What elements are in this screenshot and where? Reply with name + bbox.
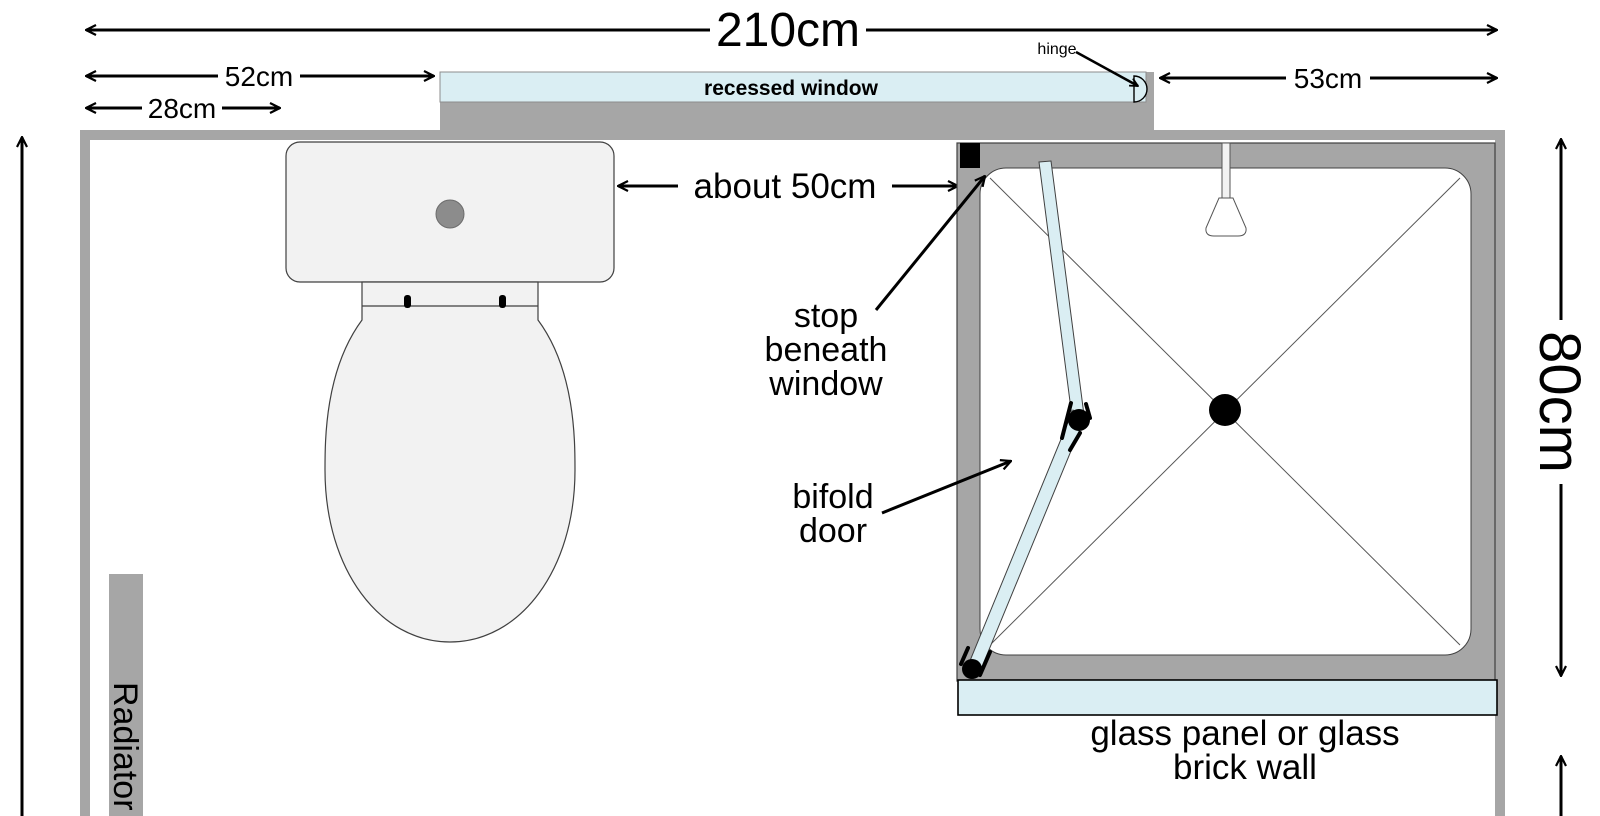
stop-label: stop beneath window <box>765 176 985 403</box>
bifold-door <box>959 160 1092 679</box>
glass-label: glass panel or glass brick wall <box>1090 714 1399 787</box>
stop-leader <box>874 176 985 311</box>
svg-text:bifold: bifold <box>792 478 873 516</box>
svg-text:28cm: 28cm <box>148 93 216 124</box>
svg-text:window: window <box>768 365 883 403</box>
glass-panel <box>957 679 1498 716</box>
svg-text:beneath: beneath <box>765 331 888 369</box>
dimension-window-to-right: 53cm <box>1160 63 1497 94</box>
svg-text:door: door <box>799 512 867 550</box>
bifold-door-hinge <box>962 659 982 679</box>
bifold-door-label: bifold door <box>792 461 1011 550</box>
svg-text:Radiator: Radiator <box>106 682 144 811</box>
shower-head <box>1205 197 1247 237</box>
dimension-total-width: 210cm <box>86 4 1497 57</box>
seat-hinge-right <box>499 295 506 308</box>
svg-text:80cm: 80cm <box>1527 331 1592 473</box>
svg-text:glass panel or glass: glass panel or glass <box>1090 714 1399 753</box>
door-stop <box>960 143 980 168</box>
door-leader <box>881 461 1011 515</box>
shower-enclosure <box>956 142 1498 716</box>
svg-text:about 50cm: about 50cm <box>694 167 877 206</box>
radiator: Radiator <box>106 574 144 816</box>
svg-text:210cm: 210cm <box>716 4 860 57</box>
toilet-bowl <box>324 281 576 643</box>
toilet <box>285 141 615 643</box>
hinge-label: hinge <box>1037 41 1076 58</box>
svg-text:brick wall: brick wall <box>1173 748 1317 787</box>
dimension-left-to-window: 52cm <box>86 61 434 92</box>
dimension-left-to-toilet: 28cm <box>86 93 280 124</box>
shower-head-arm <box>1221 142 1231 201</box>
hinge-leader <box>1075 50 1138 88</box>
bifold-door-pivot <box>1068 409 1090 431</box>
dimension-shower-depth: 80cm <box>1527 139 1592 676</box>
svg-text:stop: stop <box>794 297 858 335</box>
shower-drain <box>1209 394 1241 426</box>
flush-button <box>435 199 465 229</box>
recessed-window <box>439 71 1147 103</box>
seat-hinge-left <box>404 295 411 308</box>
dimension-toilet-to-stop: about 50cm <box>618 167 958 206</box>
svg-text:53cm: 53cm <box>1294 63 1362 94</box>
svg-text:52cm: 52cm <box>225 61 293 92</box>
window-label: recessed window <box>704 77 879 100</box>
